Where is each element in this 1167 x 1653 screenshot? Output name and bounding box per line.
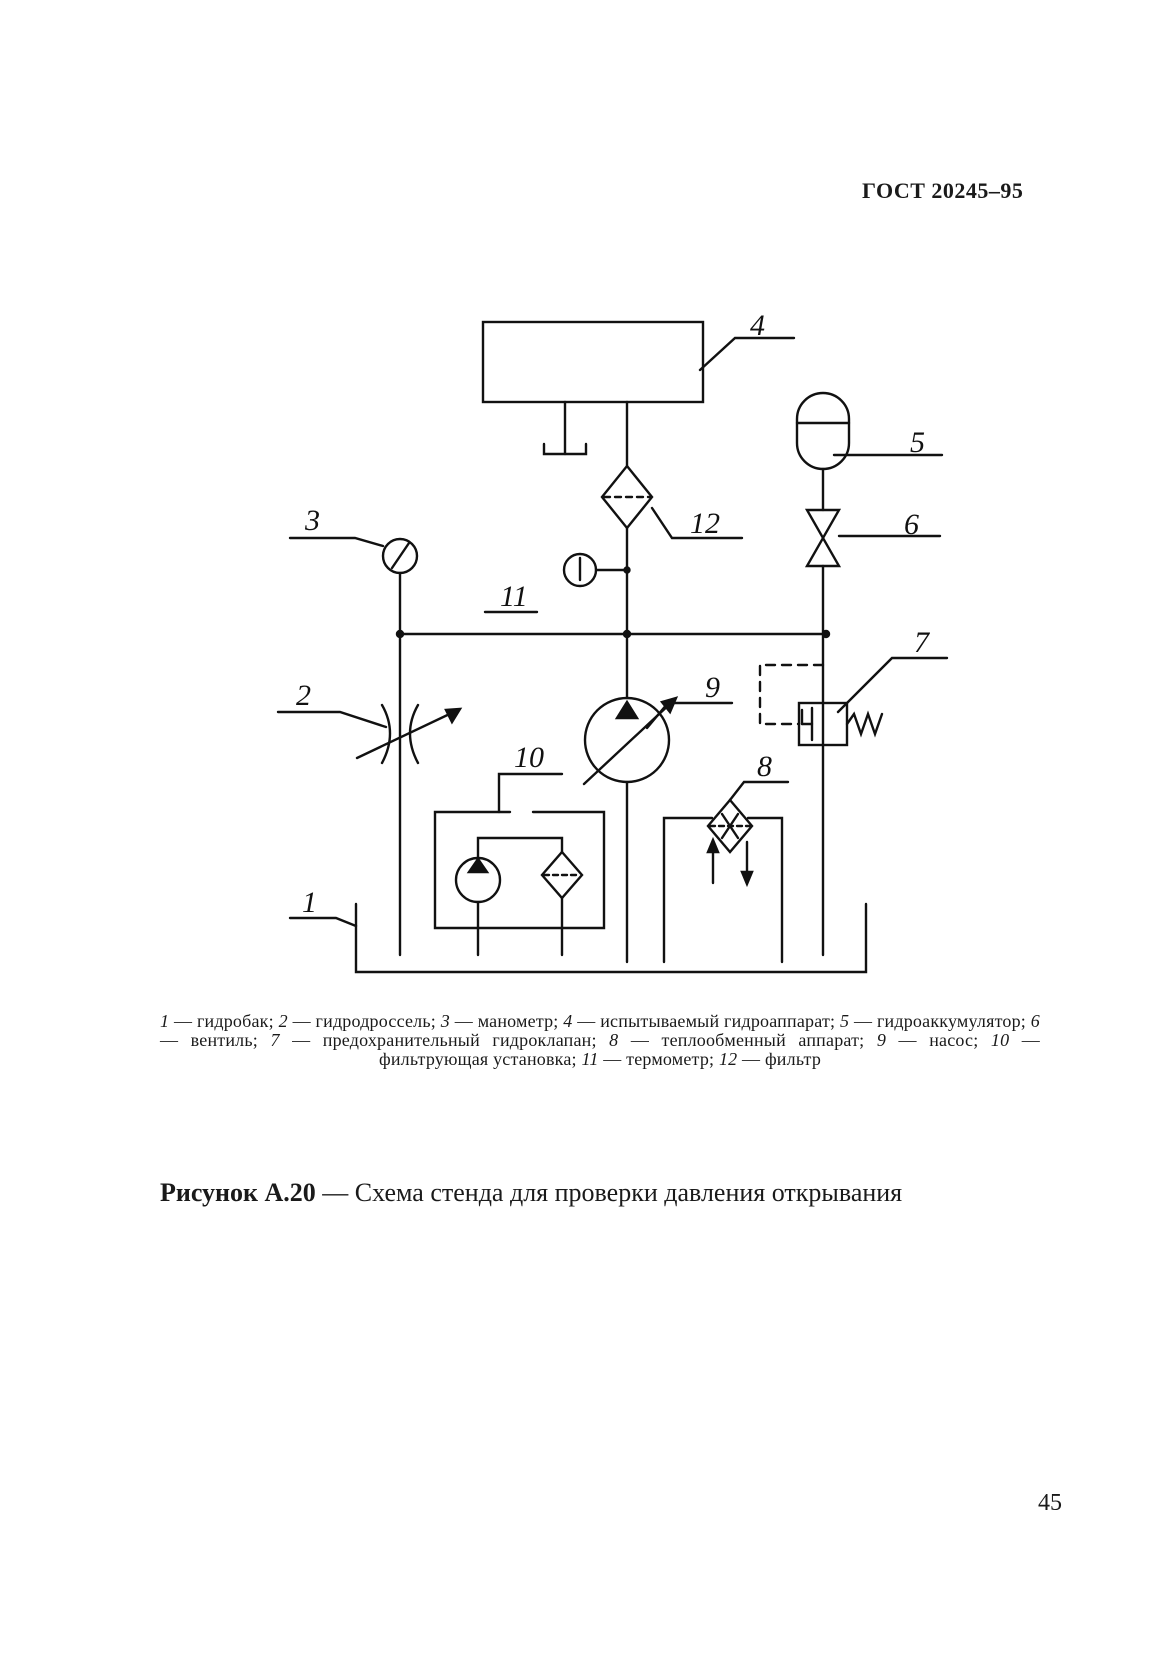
figure-caption: Рисунок А.20 — Схема стенда для проверки… xyxy=(160,1178,1060,1208)
label-8: 8 xyxy=(757,750,772,783)
legend-item: 3 — манометр; xyxy=(440,1011,564,1031)
label-9: 9 xyxy=(705,671,720,704)
heat-exchanger-8 xyxy=(662,798,784,964)
page-number: 45 xyxy=(1038,1490,1062,1516)
hydraulic-tank-1 xyxy=(354,902,868,974)
legend-item: 4 — испытываемый гидроаппарат; xyxy=(563,1011,841,1031)
relief-valve-7 xyxy=(758,663,884,747)
label-10: 10 xyxy=(514,741,544,774)
legend-item: 7 — предохранительный гидроклапан; xyxy=(270,1030,610,1050)
label-4: 4 xyxy=(750,309,765,342)
shutoff-valve-6 xyxy=(804,508,842,568)
leader-lines xyxy=(276,336,949,928)
thermometer-11 xyxy=(562,552,629,588)
legend-item: 10 — фильтрующая установка; xyxy=(378,1030,1040,1069)
legend-item: 1 — гидробак; xyxy=(160,1011,279,1031)
legend-item: 12 — фильтр xyxy=(718,1049,822,1069)
drain-tank-symbol xyxy=(542,442,588,456)
tested-apparatus xyxy=(481,320,705,404)
hydraulic-schematic: 4 5 6 12 3 11 7 2 9 10 8 1 xyxy=(276,309,949,974)
label-11: 11 xyxy=(500,580,528,613)
label-3: 3 xyxy=(304,504,320,537)
document-header: ГОСТ 20245–95 xyxy=(862,178,1024,203)
filtering-unit-10 xyxy=(433,810,606,957)
accumulator-5 xyxy=(795,391,851,471)
legend-item: 6 — вентиль; xyxy=(160,1011,1040,1050)
filter-12 xyxy=(600,464,654,530)
figure-legend: 1 — гидробак; 2 — гидродроссель; 3 — ман… xyxy=(160,1012,1040,1069)
label-1: 1 xyxy=(302,886,317,919)
manometer-3 xyxy=(381,537,419,636)
legend-item: 11 — термометр; xyxy=(581,1049,719,1069)
label-5: 5 xyxy=(910,426,925,459)
legend-item: 2 — гидродроссель; xyxy=(278,1011,441,1031)
label-12: 12 xyxy=(690,507,720,540)
junction-node xyxy=(623,566,631,574)
legend-item: 9 — насос; xyxy=(876,1030,991,1050)
figure-number: Рисунок А.20 xyxy=(160,1178,316,1207)
label-2: 2 xyxy=(296,679,311,712)
label-7: 7 xyxy=(914,626,931,659)
figure-title: — Схема стенда для проверки давления отк… xyxy=(315,1178,903,1207)
label-6: 6 xyxy=(904,508,919,541)
throttle-2 xyxy=(355,703,463,765)
legend-item: 5 — гидроаккумулятор; xyxy=(840,1011,1031,1031)
legend-item: 8 — теплообменный аппарат; xyxy=(609,1030,877,1050)
